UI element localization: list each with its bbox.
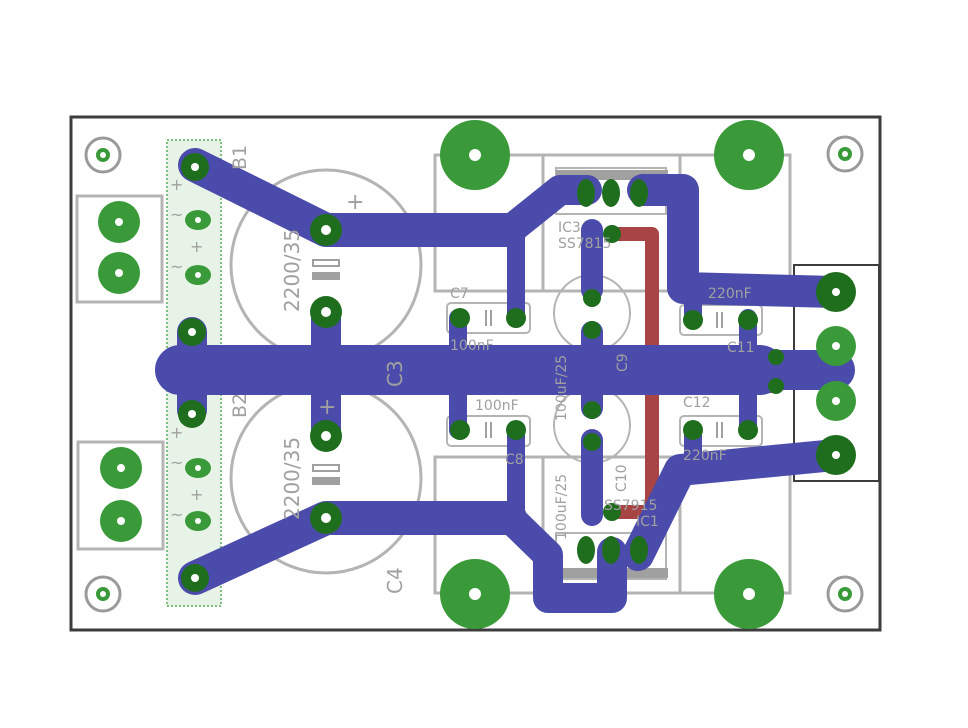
- terminal-top-outline: [75, 194, 164, 304]
- silk-text: B1 B2 C3 C4 2200/35 2200/35 + + C7 100nF…: [170, 145, 755, 594]
- b2-pad-2: [185, 458, 211, 478]
- mount-hole-br: [826, 575, 864, 613]
- label-c8: C8: [505, 452, 524, 468]
- label-c11: C11: [727, 340, 755, 356]
- b1-pad-2: [185, 210, 211, 230]
- heatsink-pad-bl: [440, 559, 510, 629]
- heatsink-pad-tl: [440, 120, 510, 190]
- top-copper-layer: [155, 148, 855, 613]
- c11-pads: [683, 310, 758, 330]
- b1-pad-4: [178, 318, 206, 346]
- label-c9: C9: [615, 353, 631, 372]
- label-ic1: IC1: [636, 514, 659, 530]
- label-c7-value: 100nF: [450, 338, 494, 354]
- out-pad-2: [816, 326, 856, 366]
- terminal-bottom-outline: [76, 440, 165, 551]
- c4-plus: +: [318, 395, 336, 420]
- label-b2: B2: [229, 393, 251, 418]
- mount-hole-bl: [84, 575, 122, 613]
- out-pad-3: [816, 381, 856, 421]
- c10-pads: [583, 401, 601, 451]
- heatsink-pad-br: [714, 559, 784, 629]
- label-c10: C10: [614, 464, 630, 492]
- terminal-pad-2: [98, 252, 140, 294]
- label-c9-value: 100uF/25: [554, 355, 570, 421]
- ic3-pads: [577, 179, 648, 207]
- c4-pad-plus: [310, 420, 342, 452]
- via-out-2: [768, 378, 784, 394]
- label-b1: B1: [229, 145, 251, 170]
- label-c7: C7: [450, 286, 469, 302]
- label-c12: C12: [683, 395, 711, 411]
- heatsink-pad-tr: [714, 120, 784, 190]
- c3-plus: +: [346, 190, 364, 215]
- via-ic3: [603, 225, 621, 243]
- label-ic1-value: SS7915: [604, 498, 657, 514]
- terminal-pad-4: [100, 500, 142, 542]
- c8-pads: [450, 420, 526, 440]
- b1-plus-2: +: [190, 237, 203, 256]
- c8-outline: [446, 415, 531, 447]
- b2-plus-2: +: [190, 485, 203, 504]
- out-pad-1: [816, 272, 856, 312]
- b2-pad-3: [185, 511, 211, 531]
- ic1-pads: [577, 536, 648, 564]
- b2-plus: +: [170, 423, 183, 442]
- label-c4-value: 2200/35: [280, 437, 304, 520]
- via-ic1: [603, 503, 621, 521]
- b1-pad-3: [185, 265, 211, 285]
- c7-outline: [446, 302, 531, 334]
- mount-hole-tl: [84, 136, 122, 174]
- terminal-pad-3: [100, 447, 142, 489]
- b2-tilde-2: ~: [170, 505, 183, 524]
- b2-pad-1: [178, 400, 206, 428]
- label-c10-value: 100uF/25: [554, 474, 570, 540]
- c12-outline: [679, 415, 763, 447]
- out-pad-4: [816, 435, 856, 475]
- c12-pads: [683, 420, 758, 440]
- c4-pad-minus: [310, 502, 342, 534]
- label-ic3-value: SS7815: [558, 236, 611, 252]
- label-ic3: IC3: [558, 220, 581, 236]
- c3-pad-minus: [310, 296, 342, 328]
- cap-symbols: [312, 259, 723, 485]
- c3-pad-plus: [310, 214, 342, 246]
- b2-tilde-1: ~: [170, 453, 183, 472]
- terminal-pad-1: [98, 201, 140, 243]
- label-c11-value: 220nF: [708, 286, 752, 302]
- b1-tilde-2: ~: [170, 257, 183, 276]
- via-out-1: [768, 349, 784, 365]
- label-c3: C3: [383, 360, 407, 387]
- c9-pads: [583, 289, 601, 339]
- ic3-tab: [556, 170, 668, 180]
- label-c4: C4: [383, 567, 407, 594]
- b2-pad-4: [181, 564, 209, 592]
- pads-layer: [84, 120, 864, 629]
- mount-hole-tr: [826, 135, 864, 173]
- label-c8-value: 100nF: [475, 398, 519, 414]
- c7-pads: [450, 308, 526, 328]
- label-c3-value: 2200/35: [280, 229, 304, 312]
- b1-pad-1: [181, 153, 209, 181]
- b1-plus: +: [170, 175, 183, 194]
- b1-tilde-1: ~: [170, 205, 183, 224]
- label-c12-value: 220nF: [683, 448, 727, 464]
